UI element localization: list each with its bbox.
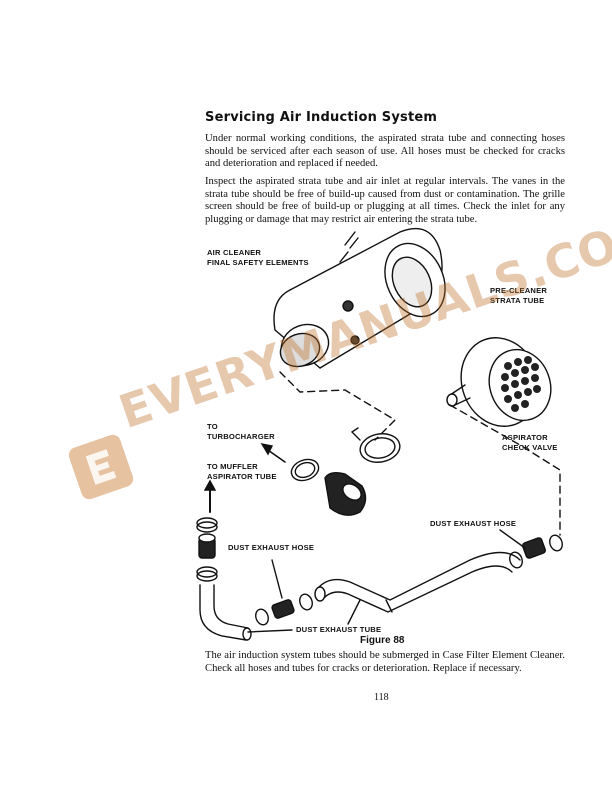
label-aspirator-tube: ASPIRATOR TUBE: [207, 472, 277, 481]
intro-paragraph: Under normal working conditions, the asp…: [205, 133, 565, 169]
label-final-safety-elements: FINAL SAFETY ELEMENTS: [207, 258, 309, 267]
inspection-paragraph: Inspect the aspirated strata tube and ai…: [205, 176, 565, 225]
label-turbocharger: TURBOCHARGER: [207, 432, 275, 441]
page-number: 118: [374, 692, 389, 703]
label-aspirator: ASPIRATOR: [502, 433, 548, 442]
cleaning-paragraph: The air induction system tubes should be…: [205, 650, 565, 674]
label-to-muffler: TO MUFFLER: [207, 462, 258, 471]
label-check-valve: CHECK VALVE: [502, 443, 558, 452]
figure-caption: Figure 88: [360, 635, 405, 646]
label-dust-exhaust-hose-left: DUST EXHAUST HOSE: [228, 543, 315, 552]
label-dust-exhaust-hose-right: DUST EXHAUST HOSE: [430, 519, 517, 528]
label-pre-cleaner: PRE-CLEANER: [490, 286, 548, 295]
label-air-cleaner: AIR CLEANER: [207, 248, 262, 257]
section-title: Servicing Air Induction System: [205, 110, 438, 125]
label-dust-exhaust-tube: DUST EXHAUST TUBE: [296, 625, 382, 634]
label-strata-tube: STRATA TUBE: [490, 296, 545, 305]
watermark-logo-icon: [68, 434, 134, 500]
label-to: TO: [207, 422, 218, 431]
